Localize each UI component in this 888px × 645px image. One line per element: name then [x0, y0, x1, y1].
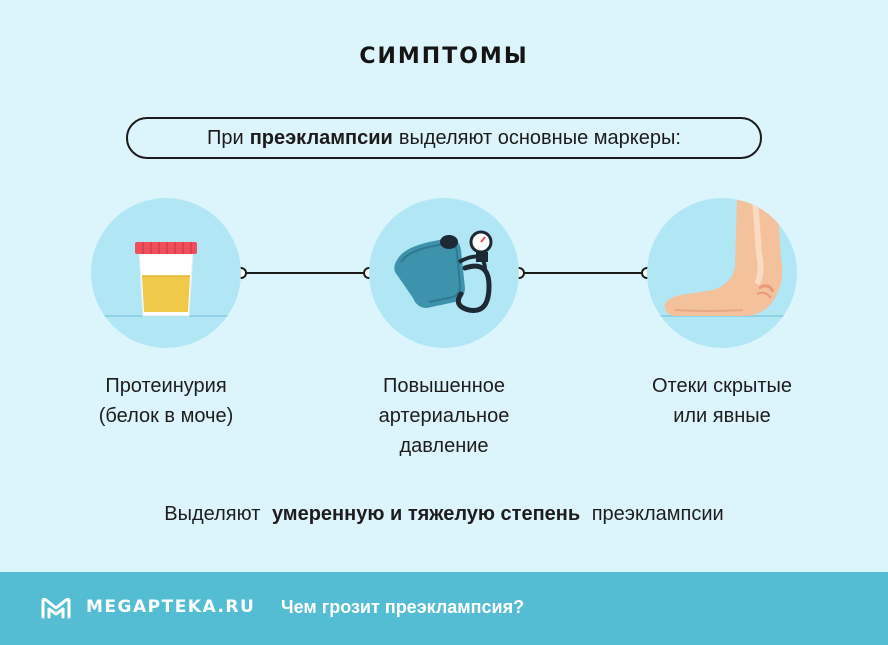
caption-line: давление — [399, 435, 489, 457]
symptom-circle-proteinuria — [91, 198, 241, 348]
severity-note: Выделяют умеренную и тяжелую степень пре… — [0, 503, 888, 526]
swollen-foot-icon — [647, 198, 797, 317]
article-link[interactable]: Чем грозит преэклампсия? — [281, 597, 525, 617]
urine-cup-icon — [91, 242, 241, 317]
caption-line: (белок в моче) — [98, 405, 234, 427]
note-suffix: преэклампсии — [591, 503, 724, 525]
note-bold: умеренную и тяжелую степень — [271, 503, 581, 525]
note-prefix: Выделяют — [164, 503, 261, 525]
caption-line: Протеинурия — [105, 375, 227, 397]
intro-bold: преэклампсии — [249, 126, 393, 149]
footer-bar: MEGAPTEKA.RU Чем грозит преэклампсия? — [0, 572, 888, 645]
megapteka-logo-icon[interactable] — [40, 596, 72, 620]
page-title: СИМПТОМЫ — [359, 44, 529, 69]
intro-prefix: При — [207, 126, 244, 149]
brand-name[interactable]: MEGAPTEKA.RU — [86, 597, 256, 617]
caption-line: или явные — [673, 405, 771, 427]
symptom-circle-pressure — [369, 198, 519, 348]
intro-suffix: выделяют основные маркеры: — [398, 126, 681, 149]
symptom-circle-edema — [647, 198, 797, 348]
blood-pressure-monitor-icon — [394, 230, 493, 313]
intro-banner: При преэклампсии выделяют основные марке… — [126, 117, 762, 159]
symptom-caption-edema: Отеки скрытые или явные — [612, 371, 832, 431]
caption-line: артериальное — [378, 405, 510, 427]
symptom-caption-proteinuria: Протеинурия (белок в моче) — [56, 371, 276, 431]
caption-line: Отеки скрытые — [652, 375, 792, 397]
caption-line: Повышенное — [382, 375, 505, 397]
symptom-caption-pressure: Повышенное артериальное давление — [334, 371, 554, 461]
